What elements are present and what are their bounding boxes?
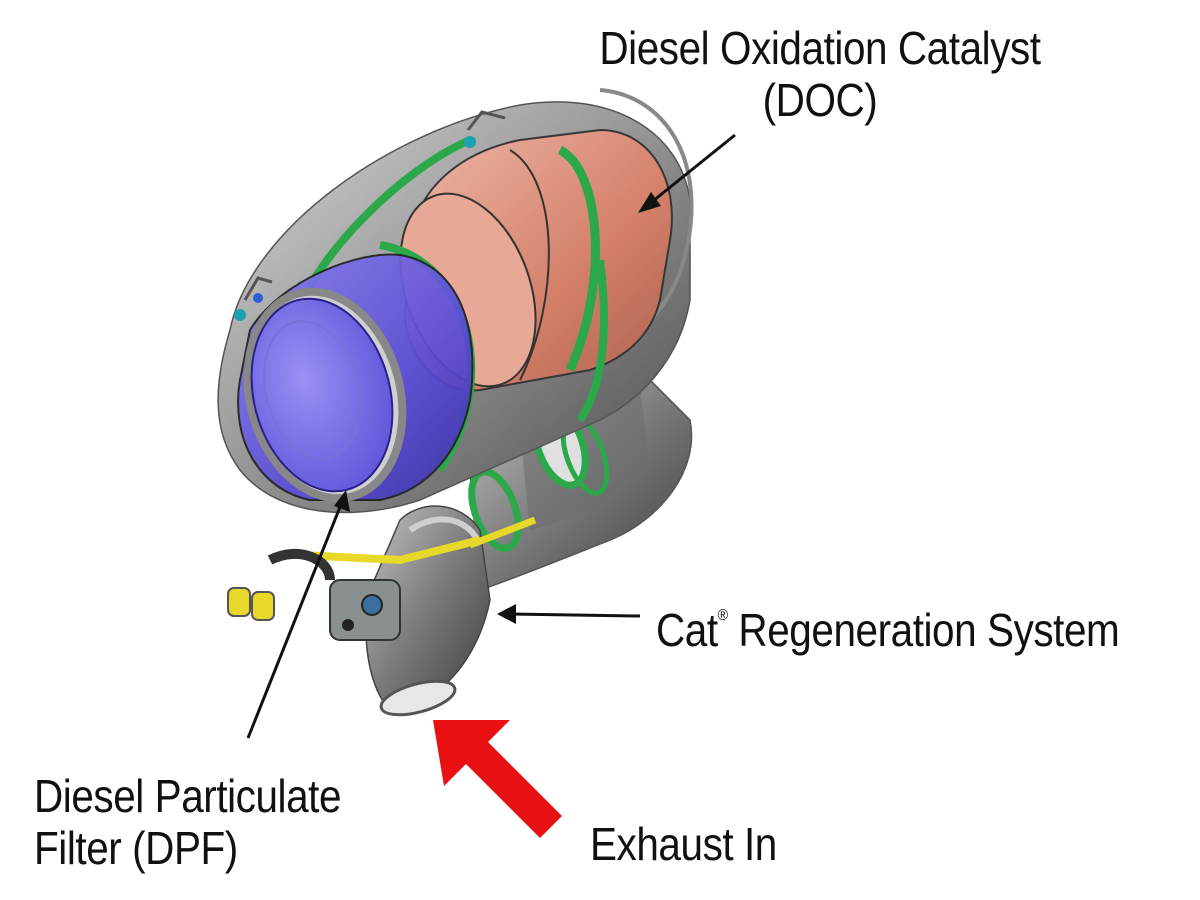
cat-pointer-arrow	[497, 604, 641, 624]
doc-label: Diesel Oxidation Catalyst (DOC)	[574, 22, 1067, 126]
exhaust-in-label: Exhaust In	[590, 818, 777, 870]
dpf-label-line2: Filter (DPF)	[34, 822, 238, 874]
regeneration-head	[329, 505, 491, 717]
exhaust-in-arrow	[433, 720, 562, 838]
cat-regeneration-label: Cat® Regeneration System	[656, 590, 1120, 656]
dpf-element	[237, 253, 474, 503]
dpf-label: Diesel Particulate Filter (DPF)	[34, 770, 342, 874]
top-clamps	[234, 110, 506, 321]
dpf-pointer-arrow	[246, 490, 350, 739]
doc-pointer-arrow	[638, 133, 736, 213]
yellow-brackets	[227, 516, 537, 621]
doc-label-line1: Diesel Oxidation Catalyst	[599, 22, 1041, 74]
doc-label-line2: (DOC)	[762, 74, 878, 126]
cat-brand-text: Cat	[656, 604, 718, 656]
registered-mark: ®	[717, 607, 728, 624]
cat-label-rest: Regeneration System	[727, 604, 1120, 656]
dpf-label-line1: Diesel Particulate	[34, 770, 342, 822]
